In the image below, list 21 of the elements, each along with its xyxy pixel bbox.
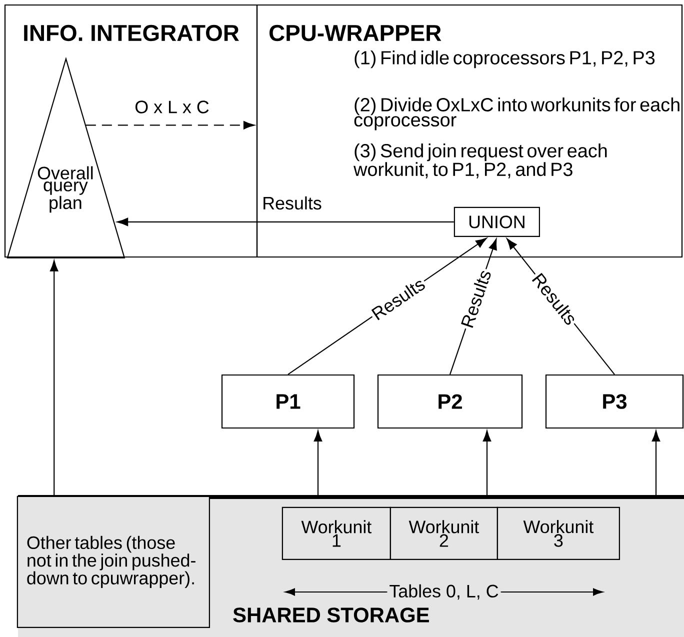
workunit-cell: Workunit 3 [496, 506, 620, 560]
arrow [652, 430, 660, 496]
workunit-cell: Workunit 1 [282, 506, 391, 560]
note-box: Other tables (those not in the join pushed-down to cpuwrapper). [16, 496, 210, 628]
step-text: (1) Find idle coprocessors P1, P2, P3 [354, 50, 655, 68]
arrow [314, 430, 322, 496]
step-text: (3) Send join request over each workunit, to P1, P2, and P3 [354, 144, 607, 178]
dimension-label: Tables 0, L, C [387, 582, 501, 602]
union-box: UNION [454, 206, 540, 237]
workunit-cell: Workunit 2 [390, 506, 498, 560]
edge-label: Results [458, 266, 494, 332]
step-text: (2) Divide OxLxC into workunits for each coprocessor [354, 98, 680, 130]
arrow [50, 260, 58, 496]
arrow [86, 121, 255, 130]
edge-label: O x L x C [133, 99, 211, 115]
processor-box: P2 [377, 374, 523, 429]
arrow [117, 218, 454, 226]
processor-box: P1 [221, 374, 355, 429]
edge-label: Results [260, 194, 324, 212]
processor-box: P3 [545, 374, 684, 429]
arrow [482, 430, 492, 496]
